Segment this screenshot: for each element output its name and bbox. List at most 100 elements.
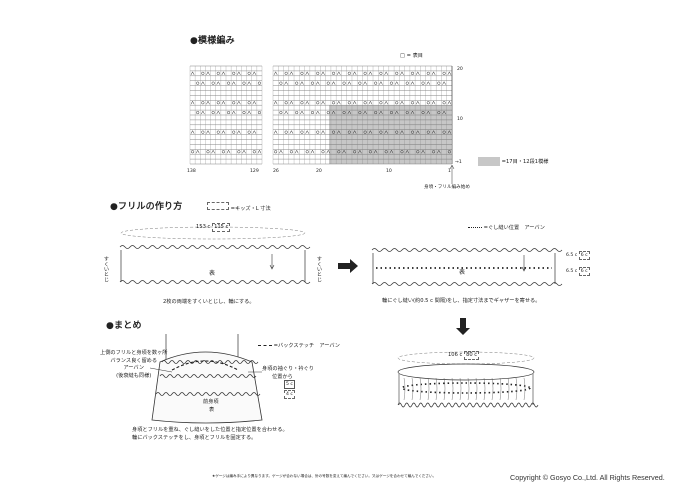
- decrease-symbol: [273, 71, 278, 75]
- finish-caption: 身頃とフリルを重ね、ぐし縫いをした位置と指定位置を合わせる。 輪にバックステッチ…: [132, 426, 288, 442]
- yarn-over-symbol: [201, 130, 205, 134]
- yarn-over-symbol: [310, 111, 315, 115]
- decrease-symbol: [310, 149, 315, 154]
- dim-2-box: 4 c: [284, 390, 295, 399]
- decrease-symbol: [336, 71, 341, 75]
- yarn-over-symbol: [363, 71, 367, 75]
- yarn-over-symbol: [437, 111, 441, 115]
- yarn-over-symbol: [384, 150, 388, 154]
- decrease-symbol: [315, 81, 320, 85]
- decrease-symbol: [347, 110, 352, 115]
- decrease-symbol: [305, 130, 310, 134]
- yarn-over-symbol: [196, 111, 200, 115]
- col-label: 129: [250, 169, 259, 174]
- size-legend-box: [207, 202, 229, 210]
- yarn-over-symbol: [426, 130, 430, 134]
- decrease-symbol: [289, 130, 294, 134]
- decrease-symbol: [331, 110, 336, 115]
- leader-line: [149, 367, 173, 373]
- decrease-symbol: [358, 149, 362, 154]
- yarn-over-symbol: [442, 71, 446, 75]
- strap-lines: [165, 334, 239, 360]
- yarn-over-symbol: [257, 111, 261, 115]
- decrease-symbol: [410, 110, 415, 115]
- decrease-symbol: [279, 149, 283, 154]
- decrease-symbol: [394, 81, 399, 85]
- garment-body: [151, 351, 263, 424]
- decrease-symbol: [321, 71, 325, 75]
- decrease-symbol: [206, 130, 210, 134]
- decrease-symbol: [342, 149, 346, 154]
- decrease-symbol: [216, 110, 221, 115]
- decrease-symbol: [384, 71, 389, 75]
- decrease-symbol: [421, 149, 425, 154]
- yarn-over-symbol: [201, 71, 205, 75]
- size-legend-label: =キッズ・L 寸法: [230, 206, 271, 212]
- down-step-arrow-icon: [456, 318, 470, 335]
- decrease-symbol: [415, 100, 420, 105]
- yarn-over-symbol: [196, 81, 200, 85]
- decrease-symbol: [447, 130, 452, 134]
- yarn-over-symbol: [289, 150, 293, 154]
- decrease-symbol: [252, 100, 257, 105]
- chart-legend: □ = 表目: [400, 52, 423, 59]
- note-right-line: 位置から: [272, 373, 293, 380]
- yarn-over-symbol: [379, 130, 383, 134]
- decrease-symbol: [273, 130, 278, 134]
- yarn-over-symbol: [442, 130, 446, 134]
- decrease-symbol: [400, 71, 404, 75]
- gather-fold: [467, 377, 470, 401]
- decrease-symbol: [252, 71, 257, 75]
- gather-fold: [515, 377, 518, 401]
- decrease-symbol: [373, 149, 378, 154]
- decrease-symbol: [431, 100, 436, 105]
- gather-fold: [435, 377, 438, 401]
- right-dim-2-b: 6 c: [578, 267, 590, 276]
- finish-dim-1: 5 c: [284, 380, 295, 389]
- gather-line-icon: [468, 227, 482, 228]
- frill-upper: [161, 360, 259, 364]
- decrease-symbol: [305, 100, 310, 105]
- col-label: 26: [273, 169, 279, 174]
- shaded-swatch-icon: [478, 157, 500, 166]
- decrease-symbol: [363, 81, 367, 85]
- yarn-over-symbol: [284, 101, 288, 105]
- frill-bottom-edge: [371, 282, 563, 286]
- right-caption: 輪にぐし縫い(約0.5 c 間隔)をし、指定寸法までギャザーを寄せる。: [382, 298, 541, 304]
- yarn-over-symbol: [405, 81, 409, 85]
- yarn-over-symbol: [216, 130, 220, 134]
- col-label: 20: [316, 169, 322, 174]
- left-dim: 153 c 115 c: [196, 223, 231, 232]
- decrease-symbol: [221, 130, 226, 134]
- yarn-over-symbol: [295, 81, 299, 85]
- decrease-symbol: [400, 100, 404, 105]
- yarn-over-symbol: [442, 101, 446, 105]
- yarn-over-symbol: [316, 101, 320, 105]
- gather-fold: [491, 377, 494, 401]
- yarn-over-symbol: [410, 101, 415, 105]
- frill-title: ●フリルの作り方: [110, 202, 183, 212]
- frill-middle: [159, 374, 257, 378]
- yarn-over-symbol: [310, 81, 315, 85]
- yarn-over-symbol: [247, 101, 251, 105]
- yarn-over-symbol: [421, 111, 425, 115]
- yarn-over-symbol: [389, 81, 394, 85]
- yarn-over-symbol: [374, 111, 378, 115]
- col-label: 1: [448, 169, 451, 174]
- yarn-over-symbol: [284, 130, 288, 134]
- yarn-over-symbol: [232, 101, 236, 105]
- gathered-stitch: [401, 382, 531, 394]
- yarn-over-symbol: [237, 150, 241, 154]
- decrease-symbol: [247, 110, 251, 115]
- yarn-over-symbol: [416, 150, 420, 154]
- gather-fold: [419, 377, 422, 401]
- start-arrow-head: [449, 164, 455, 170]
- decrease-symbol: [405, 149, 410, 154]
- next-step-arrow-icon: [338, 259, 358, 273]
- gathered-bottom: [397, 402, 539, 408]
- finish-legend: =バックステッチ アーバン: [258, 342, 340, 349]
- decrease-symbol: [326, 149, 331, 154]
- decrease-symbol: [321, 130, 325, 134]
- yarn-over-symbol: [274, 150, 278, 154]
- finish-legend-label: =バックステッチ アーバン: [273, 343, 340, 349]
